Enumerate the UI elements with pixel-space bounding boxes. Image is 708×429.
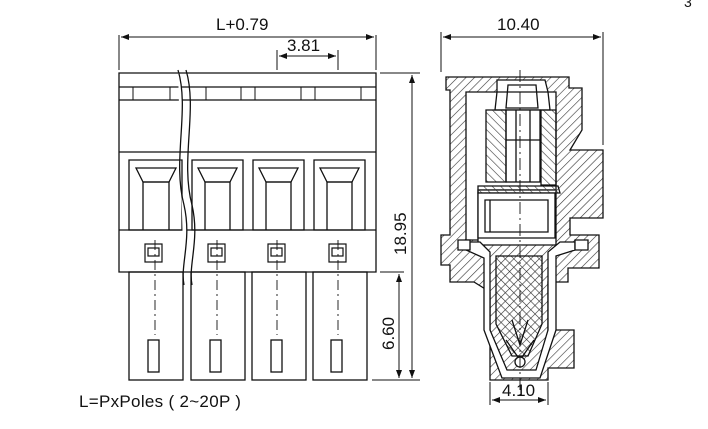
dim-side-width [440, 32, 604, 145]
poles-formula-note: L=PxPoles ( 2~20P ) [79, 392, 242, 411]
dim-overall-width-label: L+0.79 [216, 15, 268, 34]
side-view-section [440, 70, 604, 395]
dim-pitch [276, 50, 339, 70]
dim-pitch-label: 3.81 [287, 36, 320, 55]
lock-windows [144, 243, 347, 263]
dim-pin-length-label: 6.60 [379, 317, 398, 350]
dim-pin-length [380, 271, 404, 378]
dim-height-label: 18.95 [391, 212, 410, 255]
dim-pin-base-label: 4.10 [502, 381, 535, 400]
dim-pin-base [489, 382, 549, 405]
dim-height [372, 72, 420, 381]
pins [128, 240, 368, 381]
corner-mark: 3 [684, 0, 692, 10]
dim-side-width-label: 10.40 [497, 15, 540, 34]
dim-overall-width [118, 34, 377, 70]
front-view [118, 69, 377, 381]
pole-cavities [128, 159, 366, 231]
